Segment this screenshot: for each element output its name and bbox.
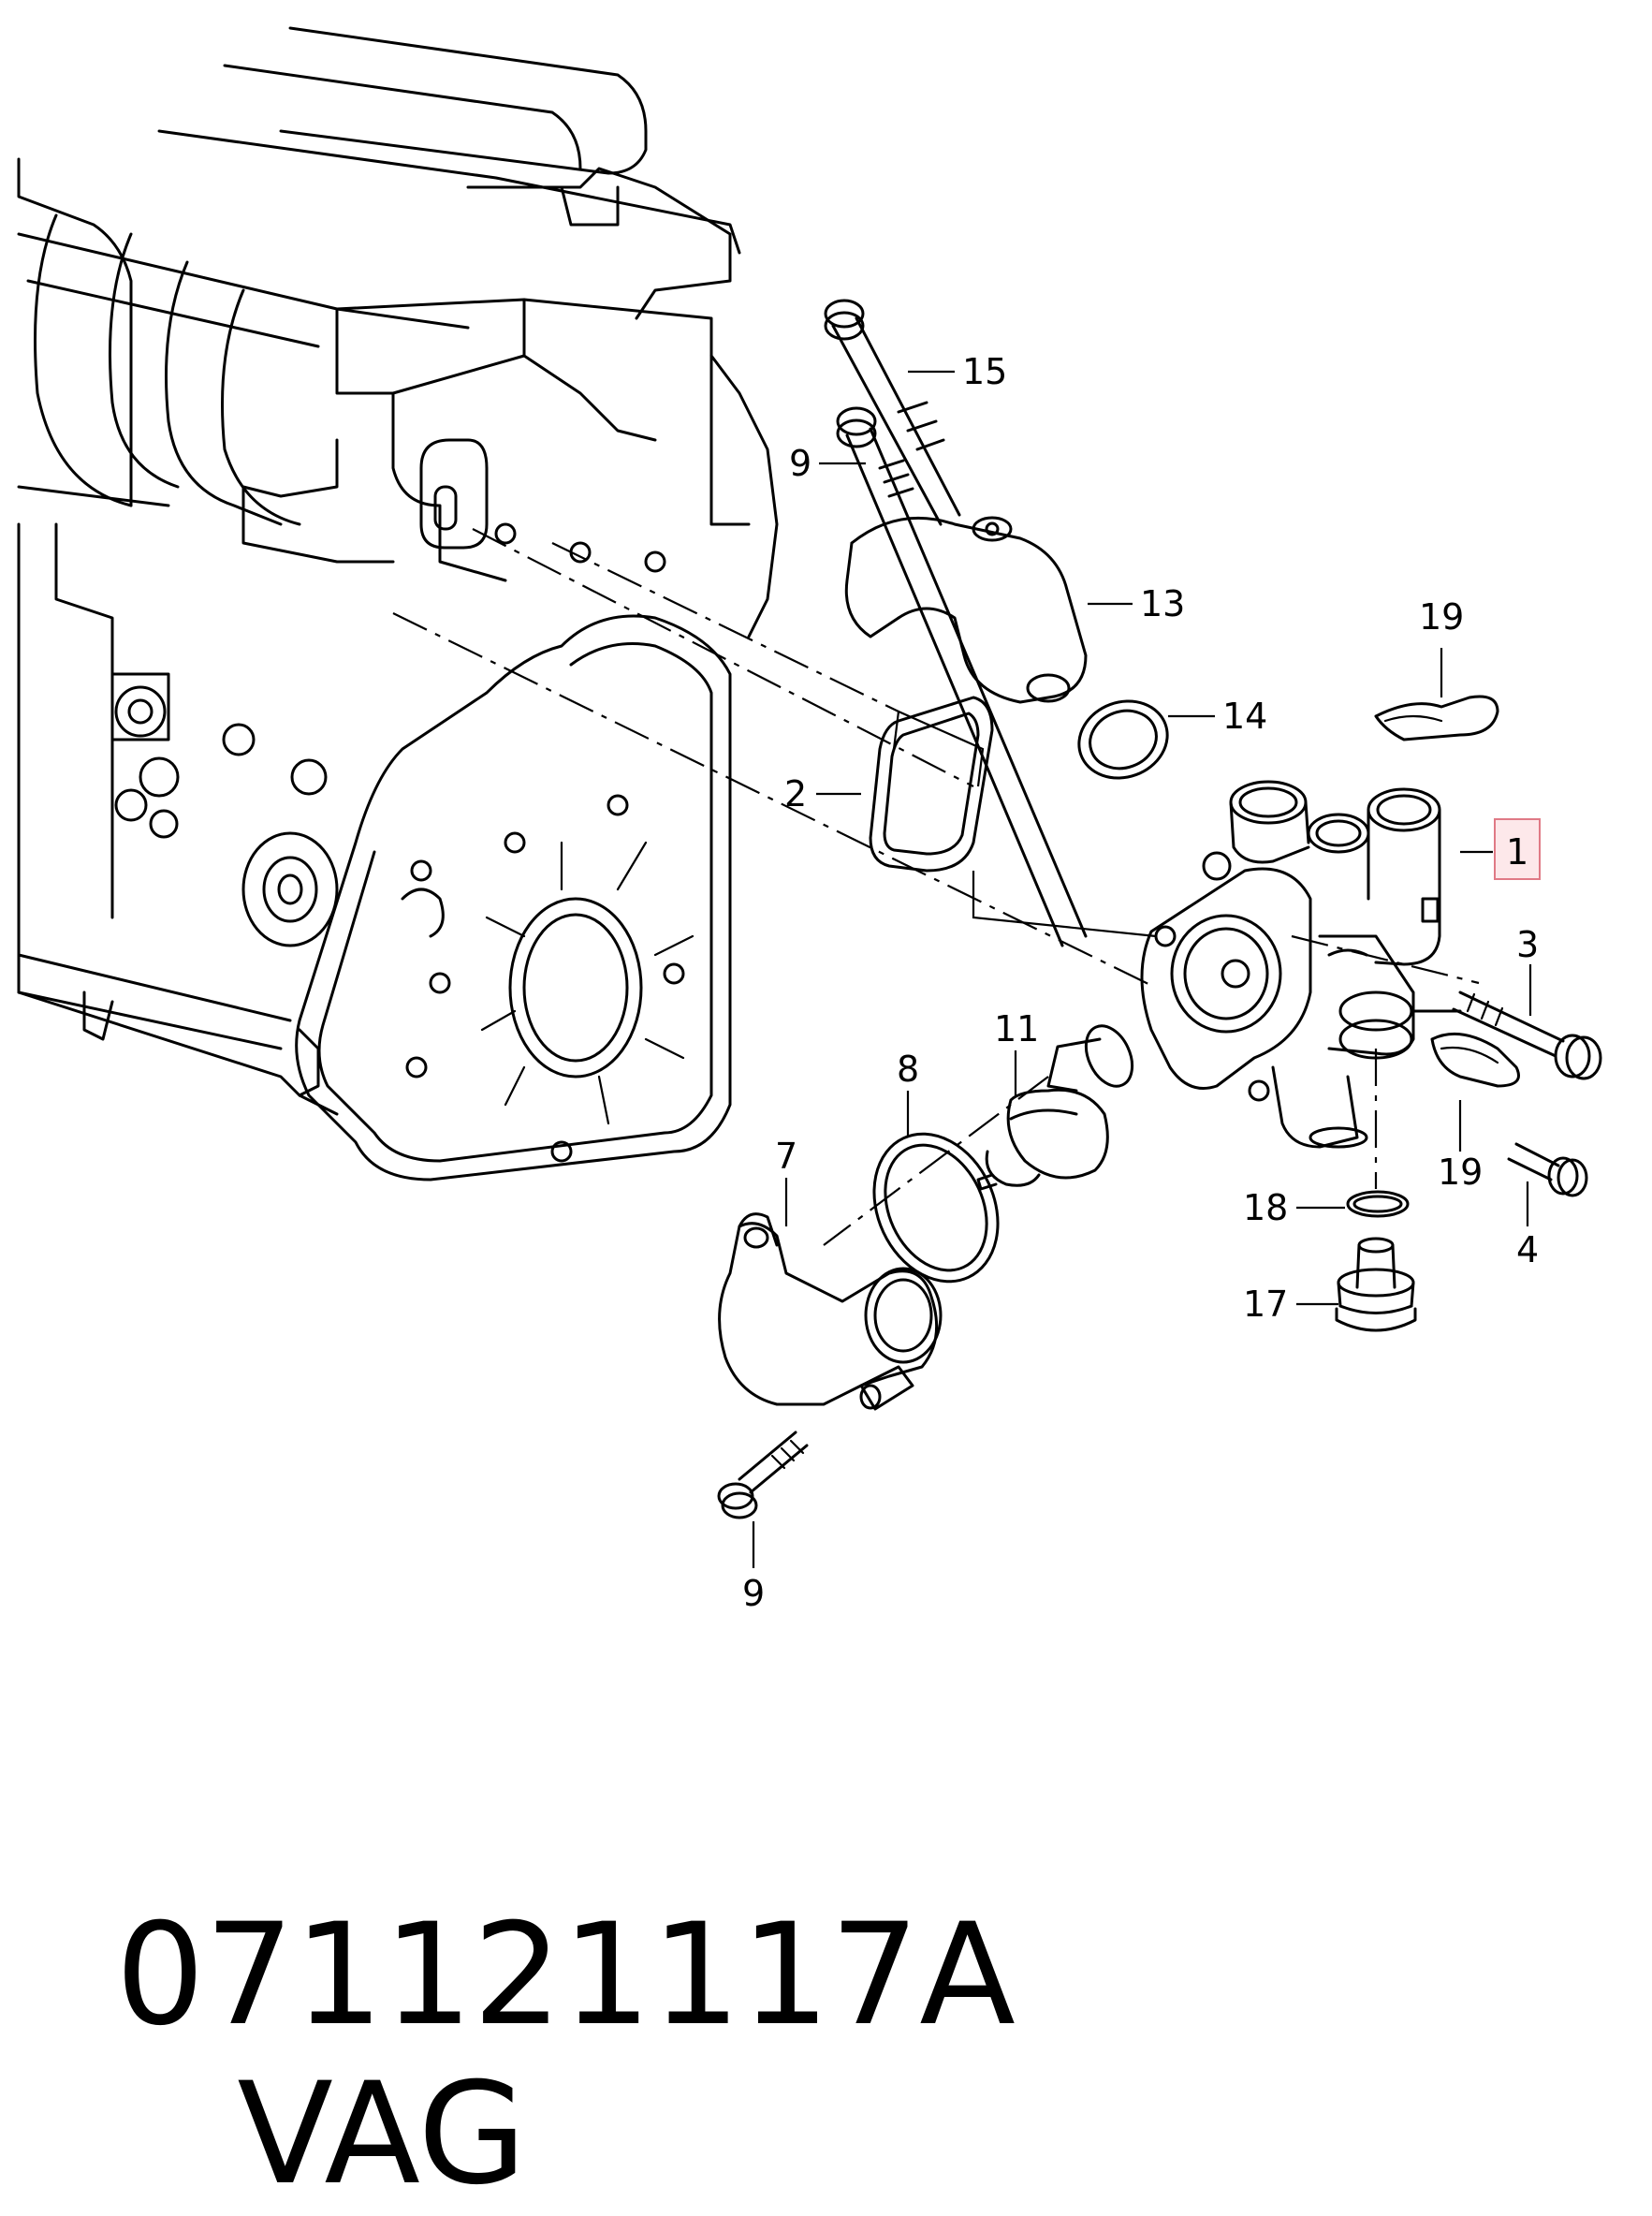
callout-18: 18: [1243, 1187, 1288, 1228]
callout-8: 8: [897, 1049, 919, 1090]
callouts: 15 9 13 19 14 2 1 3 11 8 19 7 18 4 17 9: [742, 351, 1541, 1614]
part-number: 071121117A: [115, 1894, 1016, 2057]
callout-19-upper: 19: [1419, 596, 1464, 638]
part-15-bolt: [824, 299, 961, 526]
callout-13: 13: [1140, 583, 1185, 624]
highlight-box: [1494, 818, 1541, 880]
callout-15: 15: [962, 351, 1007, 392]
callout-3: 3: [1516, 924, 1539, 965]
leader-lines: [752, 370, 1532, 1568]
part-2-gasket: [869, 696, 994, 873]
part-7-flange: [718, 1212, 943, 1411]
part-17-plug: [1335, 1237, 1417, 1332]
part-11-thermostat: [976, 1024, 1134, 1191]
part-14-o-ring: [1077, 699, 1169, 780]
callout-9-upper: 9: [789, 443, 811, 484]
part-3-bolt: [1452, 991, 1602, 1080]
engine-block: [17, 26, 779, 1181]
callout-19-lower: 19: [1438, 1152, 1483, 1193]
exploded-parts-diagram: 15 9 13 19 14 2 1 3 11 8 19 7 18 4 17 9: [17, 26, 1602, 1614]
part-4-bolt: [1507, 1142, 1588, 1197]
callout-14: 14: [1222, 696, 1267, 737]
callout-4: 4: [1516, 1229, 1539, 1270]
part-9-lower-bolt: [717, 1431, 809, 1519]
part-19-upper-clip: [1374, 695, 1499, 741]
brand-name: VAG: [237, 2053, 527, 2216]
callout-11: 11: [994, 1008, 1039, 1049]
callout-9-lower: 9: [742, 1573, 765, 1614]
part-18-o-ring: [1346, 1190, 1410, 1218]
callout-7: 7: [775, 1136, 797, 1177]
part-number-caption: 071121117A VAG: [26, 1737, 1016, 2214]
callout-17: 17: [1243, 1284, 1288, 1325]
assembly-axis-lines: [392, 528, 1480, 1246]
part-8-seal-ring: [872, 1132, 1000, 1284]
part-9-upper-bolt: [836, 406, 1088, 947]
callout-1: 1: [1506, 831, 1528, 873]
part-19-lower-clip: [1430, 1032, 1520, 1088]
part-13-elbow: [844, 516, 1088, 704]
callout-2: 2: [784, 773, 807, 814]
part-1-housing: [1140, 780, 1462, 1149]
